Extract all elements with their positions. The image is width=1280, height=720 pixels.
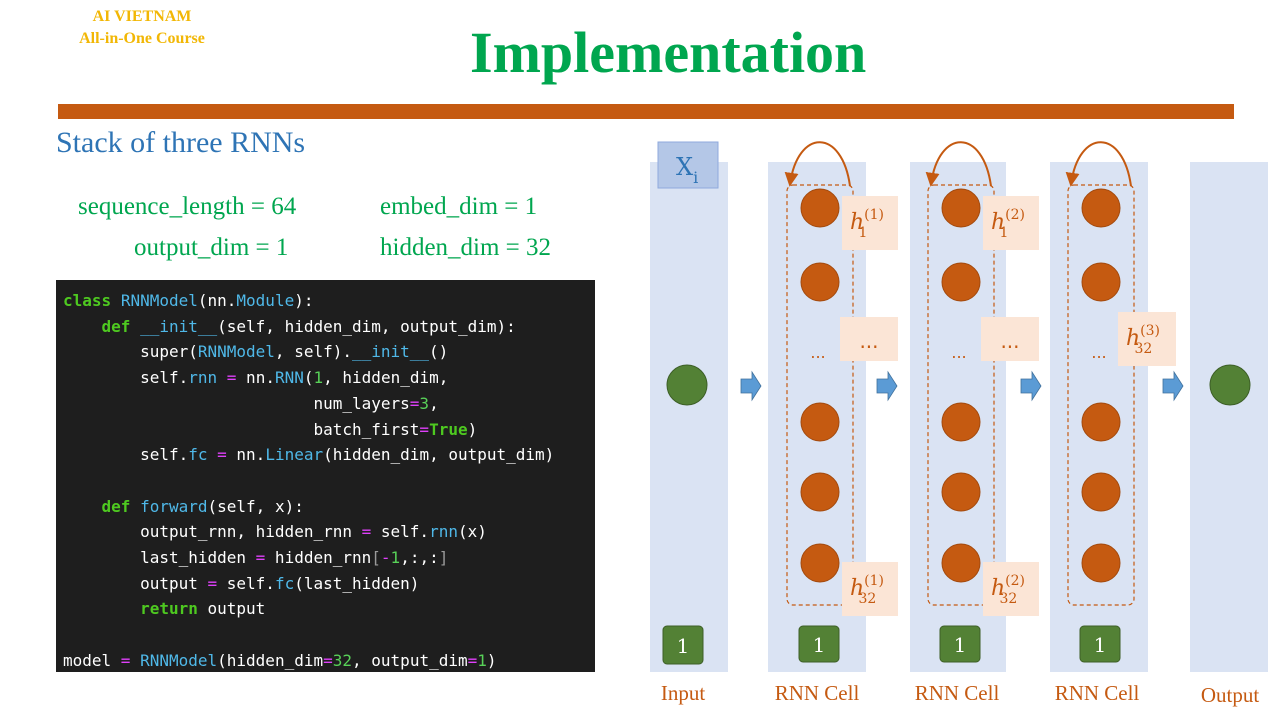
input-token-text: Xi: [676, 153, 698, 187]
code-block: class RNNModel(nn.Module): def __init__(…: [56, 280, 595, 672]
layer-2-ellipsis: ...: [951, 343, 966, 362]
layer-1-recurrent-arrow: [784, 141, 851, 187]
hidden-label-layer1-bottom-text: h(1)32: [850, 573, 884, 607]
code-line: def forward(self, x):: [101, 496, 304, 516]
layer-2-ellipsis-box-text: ...: [1000, 329, 1019, 353]
layer-1-ellipsis: ...: [810, 343, 825, 362]
layer-2-container: [927, 184, 995, 606]
brand-line-1: AI VIETNAM: [92, 8, 192, 25]
code-line: batch_first=True): [63, 419, 478, 439]
layer-2-ellipsis-box: [981, 317, 1039, 361]
layer-1-neuron-2: [800, 262, 840, 302]
layer-2-neuron-2: [941, 262, 981, 302]
input-node: [666, 364, 708, 406]
hidden-label-layer2-top-box: [983, 196, 1039, 250]
layer-3-neuron-3: [1081, 402, 1121, 442]
layer-2-neuron-3: [941, 402, 981, 442]
layer-3-bias-box: [1079, 625, 1121, 663]
code-line: output_rnn, hidden_rnn = self.rnn(x): [63, 522, 487, 542]
layer-3-bias-text: 1: [1094, 633, 1107, 657]
code-line: super(RNNModel, self).__init__(): [63, 342, 449, 362]
input-bias-text: 1: [677, 634, 690, 658]
layer-3-neuron-2: [1081, 262, 1121, 302]
input-label: Input: [660, 681, 706, 705]
input-bias-box: [662, 625, 704, 665]
title-divider: [58, 104, 1234, 119]
rnn-cell-label-1: RNN Cell: [774, 681, 860, 705]
hidden-label-layer3-side-text: h(3)32: [1126, 323, 1160, 357]
rnn-cell-label-3: RNN Cell: [1054, 681, 1140, 705]
hidden-label-layer1-top-text: h(1)1: [850, 207, 884, 241]
hidden-label-layer3-side-box: [1118, 312, 1176, 366]
brand-line-2: All-in-One Course: [79, 30, 205, 47]
flow-arrow-1: [740, 370, 762, 402]
layer-2-neuron-1: [941, 188, 981, 228]
layer-3-recurrent-arrow: [1065, 141, 1132, 187]
flow-arrow-2: [876, 370, 898, 402]
output-node: [1209, 364, 1251, 406]
layer-2-bias-box: [939, 625, 981, 663]
hidden-label-layer2-bottom-box: [983, 562, 1039, 616]
layer-3-neuron-1: [1081, 188, 1121, 228]
input-column: [650, 162, 728, 672]
layer-1-ellipsis-box: [840, 317, 898, 361]
code-line: num_layers=3,: [63, 393, 439, 413]
param-hidden-dim: hidden_dim = 32: [380, 234, 552, 261]
hidden-label-layer1-bottom-box: [842, 562, 898, 616]
flow-arrow-4: [1162, 370, 1184, 402]
layer-2-bias-text: 1: [954, 633, 967, 657]
code-line: self.rnn = nn.RNN(1, hidden_dim,: [63, 368, 449, 388]
layer-1-neuron-4: [800, 472, 840, 512]
flow-arrow-3: [1020, 370, 1042, 402]
code-line: output = self.fc(last_hidden): [63, 573, 420, 593]
hidden-label-layer1-top-box: [842, 196, 898, 250]
layer-1-bias-box: [798, 625, 840, 663]
hidden-label-layer2-bottom-text: h(2)32: [991, 573, 1025, 607]
param-output-dim: output_dim = 1: [134, 234, 289, 261]
slide-subtitle: Stack of three RNNs: [56, 126, 306, 159]
code-line: return output: [140, 599, 266, 619]
code-text: class RNNModel(nn.Module): def __init__(…: [56, 280, 595, 672]
brand-logo: AI VIETNAM All-in-One Course: [62, 6, 222, 50]
hidden-label-layer2-top-text: h(2)1: [991, 207, 1025, 241]
output-column: [1190, 162, 1268, 672]
layer-1-bias-text: 1: [813, 633, 826, 657]
code-line: last_hidden = hidden_rnn[-1,:,:]: [63, 548, 449, 568]
rnn-cell-label-2: RNN Cell: [914, 681, 1000, 705]
layer-1-neuron-5: [800, 543, 840, 583]
layer-2-recurrent-arrow: [925, 141, 992, 187]
layer-3-neuron-5: [1081, 543, 1121, 583]
layer-3-neuron-4: [1081, 472, 1121, 512]
code-line: model = RNNModel(hidden_dim=32, output_d…: [63, 650, 497, 670]
layer-1-neuron-3: [800, 402, 840, 442]
layer-2-neuron-4: [941, 472, 981, 512]
input-token-box: [657, 141, 719, 189]
layer-1-ellipsis-box-text: ...: [859, 329, 878, 353]
layer-3-container: [1067, 184, 1135, 606]
output-label: Output: [1200, 683, 1260, 707]
param-embed-dim: embed_dim = 1: [380, 193, 538, 220]
code-line: self.fc = nn.Linear(hidden_dim, output_d…: [63, 445, 555, 465]
layer-2-neuron-5: [941, 543, 981, 583]
code-line: class RNNModel(nn.Module):: [63, 291, 314, 310]
param-sequence-length: sequence_length = 64: [78, 193, 297, 220]
layer-1-container: [786, 184, 854, 606]
layer-3-ellipsis: ...: [1091, 343, 1106, 362]
layer-1-neuron-1: [800, 188, 840, 228]
slide-title: Implementation: [470, 20, 867, 85]
code-line: def __init__(self, hidden_dim, output_di…: [101, 316, 516, 336]
